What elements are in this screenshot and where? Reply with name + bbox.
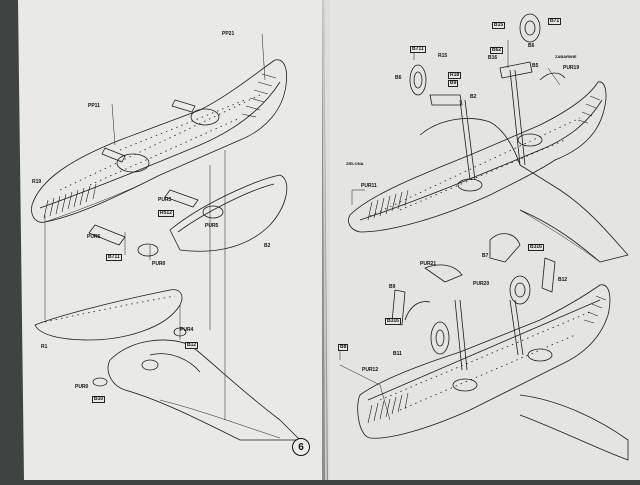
callout-l7: PUR5 bbox=[205, 223, 219, 229]
right-lower-gear bbox=[391, 233, 556, 371]
callout-r9: B5 bbox=[532, 63, 539, 69]
right-upper-wing bbox=[348, 81, 629, 263]
right-lower-wing bbox=[357, 284, 629, 461]
callout-r22: B316 bbox=[385, 318, 401, 325]
callout-l4: R512 bbox=[158, 210, 174, 217]
callout-l0: PP21 bbox=[222, 31, 235, 37]
callout-l13: PUR0 bbox=[75, 384, 89, 390]
callout-r12: PUR19 bbox=[563, 65, 580, 71]
callout-r16: B7 bbox=[482, 253, 489, 259]
callout-r25: PUR12 bbox=[362, 367, 379, 373]
callout-r1: B71 bbox=[548, 18, 562, 25]
callout-r7: R18 bbox=[448, 72, 462, 79]
callout-r6: B6 bbox=[395, 75, 402, 81]
right-page bbox=[324, 0, 640, 480]
callout-l11: PUR4 bbox=[180, 327, 194, 333]
callout-l5: PUR6 bbox=[87, 234, 101, 240]
callout-r14: PUR11 bbox=[361, 183, 377, 189]
left-lower-parts bbox=[34, 174, 288, 341]
callout-r18: B12 bbox=[558, 277, 568, 283]
callout-r2: B6 bbox=[528, 43, 535, 49]
left-upper-wing bbox=[31, 59, 287, 223]
callout-r17: B316 bbox=[528, 244, 544, 251]
callout-l8: PUR0 bbox=[152, 261, 166, 267]
callout-l6: B711 bbox=[106, 254, 122, 261]
page-number: 6 bbox=[292, 438, 310, 456]
left-page bbox=[18, 0, 322, 480]
callout-r15: ZIELONA bbox=[346, 161, 364, 166]
callout-l3: PUR3 bbox=[158, 197, 172, 203]
callout-r21: B9 bbox=[389, 284, 396, 290]
left-guide-lines bbox=[44, 33, 266, 420]
callout-l10: R1 bbox=[41, 344, 48, 350]
callout-r24: B8 bbox=[338, 344, 349, 351]
callout-l14: B10 bbox=[92, 396, 106, 403]
callout-r4: B711 bbox=[410, 46, 426, 53]
callout-r20: PUR20 bbox=[473, 281, 490, 287]
callout-r23: B11 bbox=[393, 351, 402, 357]
right-upper-gear bbox=[409, 13, 566, 181]
callout-r8: B16 bbox=[488, 55, 498, 61]
callout-l1: PP11 bbox=[88, 103, 100, 109]
callout-r13: ZABARWIE bbox=[555, 54, 577, 59]
callout-r11: B2 bbox=[470, 94, 477, 100]
callout-l12: B12 bbox=[185, 342, 199, 349]
callout-r10: B9 bbox=[448, 80, 459, 87]
callout-l9: B2 bbox=[264, 243, 271, 249]
callout-r3: B62 bbox=[490, 47, 504, 54]
right-guide-lines bbox=[339, 40, 561, 421]
callout-r19: PUR21 bbox=[420, 261, 437, 267]
callout-l2: R19 bbox=[32, 179, 42, 185]
callout-r5: R15 bbox=[438, 53, 448, 59]
callout-r0: B15 bbox=[492, 22, 506, 29]
